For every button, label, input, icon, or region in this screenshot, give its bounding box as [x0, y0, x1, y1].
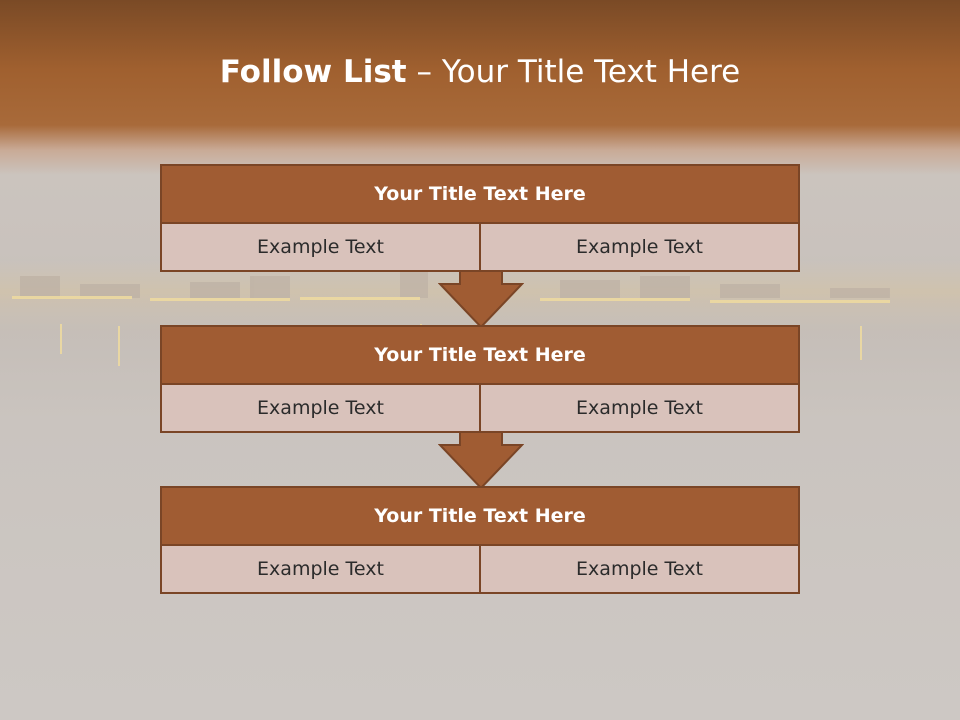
slide-title-bold: Follow List	[219, 54, 407, 90]
step-block-1: Your Title Text Here Example Text Exampl…	[160, 164, 800, 272]
slide-title: Follow List – Your Title Text Here	[0, 54, 960, 90]
step-row: Example Text Example Text	[162, 224, 798, 270]
step-title: Your Title Text Here	[162, 488, 798, 546]
step-cell-right: Example Text	[479, 224, 798, 270]
step-cell-left: Example Text	[257, 397, 384, 419]
step-title: Your Title Text Here	[162, 327, 798, 385]
down-arrow-icon	[438, 270, 524, 328]
step-block-3: Your Title Text Here Example Text Exampl…	[160, 486, 800, 594]
step-cell-right: Example Text	[479, 546, 798, 592]
step-cell-right: Example Text	[479, 385, 798, 431]
step-block-2: Your Title Text Here Example Text Exampl…	[160, 325, 800, 433]
down-arrow-icon	[438, 431, 524, 489]
step-cell-left: Example Text	[257, 558, 384, 580]
step-cell-left: Example Text	[257, 236, 384, 258]
step-row: Example Text Example Text	[162, 546, 798, 592]
slide-title-rest: – Your Title Text Here	[406, 54, 741, 90]
step-title: Your Title Text Here	[162, 166, 798, 224]
step-row: Example Text Example Text	[162, 385, 798, 431]
